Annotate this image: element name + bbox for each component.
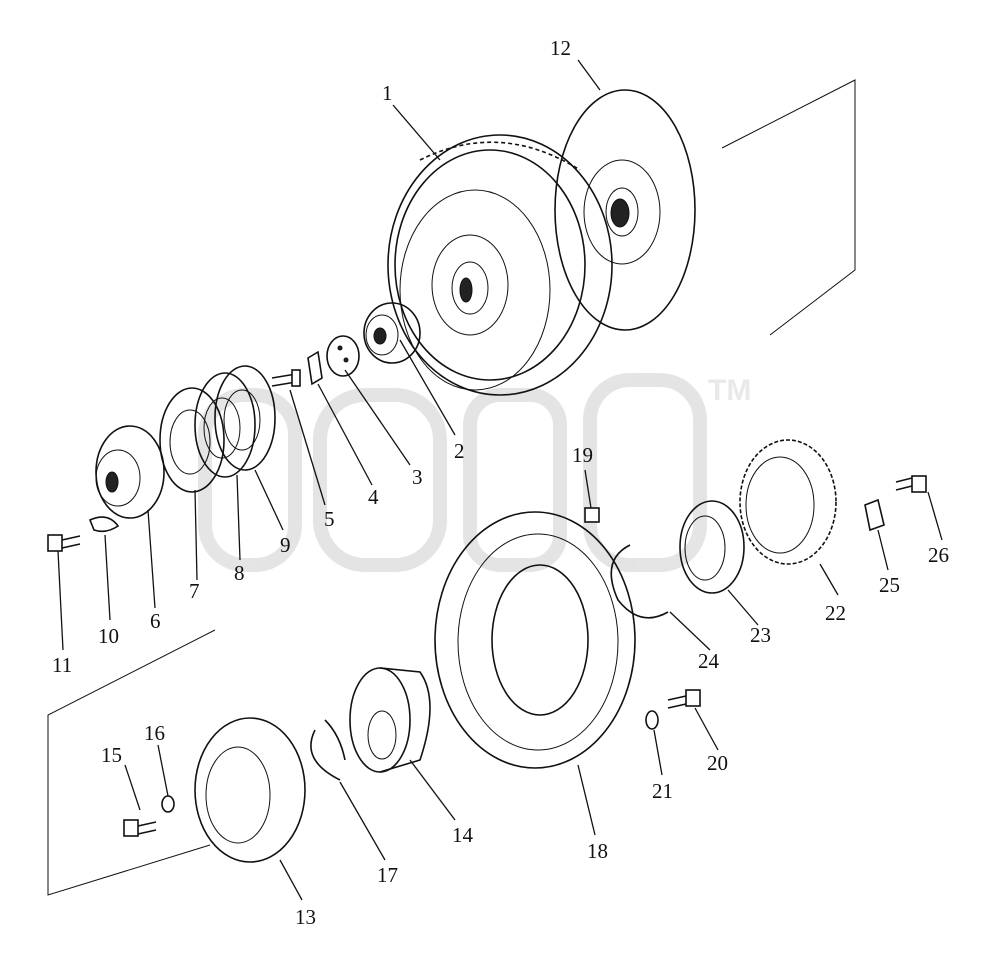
callout-labels: 1 2 3 4 5 6 7 8 9 10 11 12 13 14 15 16 1…: [52, 36, 949, 929]
part-23-bearing: [679, 500, 745, 594]
watermark-tm: TM: [708, 374, 751, 407]
part-22-gear: [739, 439, 837, 565]
callout-6: 6: [150, 609, 161, 633]
part-2-bearing: [363, 302, 421, 364]
callout-8: 8: [234, 561, 245, 585]
callout-10: 10: [98, 624, 119, 648]
callout-24: 24: [698, 649, 720, 673]
callout-19: 19: [572, 443, 593, 467]
part-3-plate: [326, 335, 360, 377]
callout-7: 7: [189, 579, 200, 603]
part-17-snapring: [310, 719, 346, 781]
callout-12: 12: [550, 36, 571, 60]
part-20-bolt: [667, 689, 701, 709]
part-12-housing: [554, 79, 856, 336]
part-1-ring-gear: [387, 134, 613, 396]
callout-20: 20: [707, 751, 728, 775]
callout-9: 9: [280, 533, 291, 557]
callout-21: 21: [652, 779, 673, 803]
part-15-bolt: [123, 819, 157, 837]
part-25-lockplate: [864, 498, 885, 532]
callout-14: 14: [452, 823, 474, 847]
part-21-washer: [645, 710, 659, 730]
part-16-washer: [161, 795, 175, 813]
part-8-shim: [194, 372, 256, 478]
part-7-shim: [159, 387, 225, 493]
part-4-lockplate: [307, 350, 323, 386]
callout-15: 15: [101, 743, 122, 767]
part-24-snapring: [610, 544, 669, 619]
part-13-stator: [194, 717, 306, 863]
callout-4: 4: [368, 485, 379, 509]
part-5-bolt: [271, 369, 301, 387]
callout-18: 18: [587, 839, 608, 863]
part-18-turbine: [434, 511, 636, 769]
callout-3: 3: [412, 465, 423, 489]
callout-5: 5: [324, 507, 335, 531]
callout-17: 17: [377, 863, 398, 887]
part-9-shim: [214, 365, 276, 471]
callout-1: 1: [382, 81, 393, 105]
callout-16: 16: [144, 721, 165, 745]
leader-lines: [57, 59, 943, 901]
callout-25: 25: [879, 573, 900, 597]
part-14-hub: [349, 667, 431, 773]
callout-13: 13: [295, 905, 316, 929]
part-26-bolt: [895, 475, 927, 493]
callout-23: 23: [750, 623, 771, 647]
callout-2: 2: [454, 439, 465, 463]
callout-11: 11: [52, 653, 72, 677]
callout-26: 26: [928, 543, 949, 567]
part-19-plug: [584, 507, 600, 523]
part-6-flange: [95, 425, 165, 519]
part-10-lockplate: [88, 516, 120, 533]
callout-22: 22: [825, 601, 846, 625]
assembly-bracket-lower: [47, 629, 216, 896]
part-11-bolt: [47, 534, 81, 552]
